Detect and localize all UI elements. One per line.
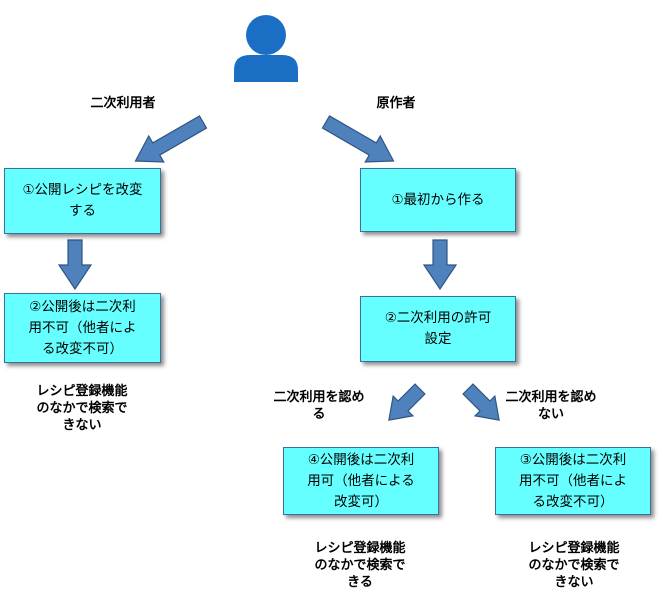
label-allow-secondary-use: 二次利用を認め る (273, 390, 365, 422)
arrow-down-left (57, 239, 93, 291)
arrow-to-original-author (321, 115, 395, 163)
box-secondary-use-denied: ③公開後は二次利 用不可（他者によ る改変不可） (495, 447, 651, 515)
result-not-searchable-right: レシピ登録機能 のなかで検索で きない (528, 541, 620, 590)
result-searchable: レシピ登録機能 のなかで検索で きる (314, 541, 406, 590)
label-deny-secondary-use: 二次利用を認め ない (505, 390, 597, 422)
result-not-searchable-left: レシピ登録機能 のなかで検索で きない (36, 384, 128, 433)
arrow-to-deny (462, 383, 500, 421)
box-no-secondary-use-left: ②公開後は二次利 用不可（他者によ る改変不可） (4, 293, 161, 363)
box-modify-public-recipe: ①公開レシピを改変 する (4, 168, 161, 234)
box-secondary-use-allowed: ④公開後は二次利 用可（他者による 改変可） (283, 447, 439, 515)
person-icon (234, 15, 298, 82)
box-create-from-scratch: ①最初から作る (360, 168, 516, 232)
box-permission-setting: ②二次利用の許可 設定 (360, 296, 516, 362)
label-secondary-user: 二次利用者 (90, 96, 156, 111)
arrow-to-allow (388, 383, 426, 421)
label-original-author: 原作者 (376, 96, 416, 111)
arrow-to-secondary-user (134, 115, 208, 163)
arrow-down-right (422, 239, 458, 291)
